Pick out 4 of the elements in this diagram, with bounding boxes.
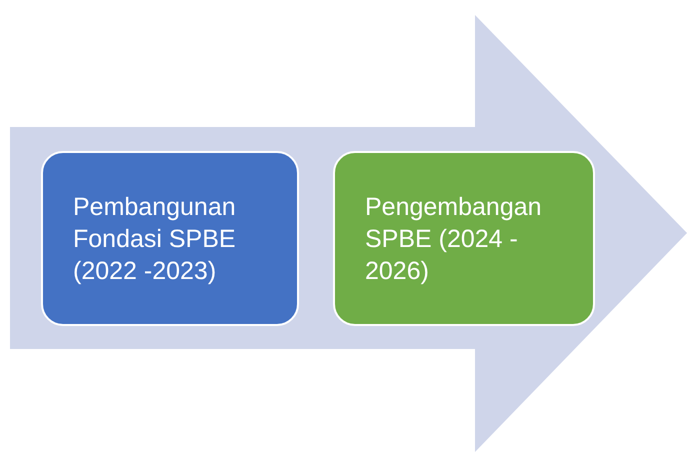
process-box <box>41 151 299 326</box>
step-label: Pengembangan SPBE (2024 - 2026) <box>365 192 543 287</box>
process-box <box>333 151 595 326</box>
step-label: Pembangunan Fondasi SPBE (2022 -2023) <box>73 192 237 287</box>
